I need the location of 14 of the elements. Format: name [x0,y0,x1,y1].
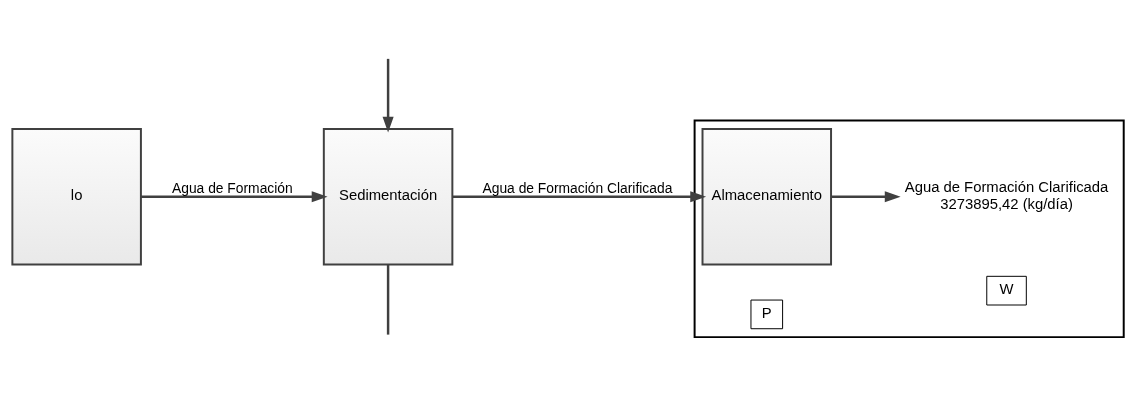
node-box: Almacenamiento [701,128,833,266]
arrow [831,191,901,203]
connector [386,264,390,335]
arrow [452,191,707,203]
edge-label: Agua de Formación Clarificada [482,179,673,196]
node-box: lo [11,128,142,266]
edge-label: Agua de Formación [172,179,293,196]
arrow [141,191,328,203]
node-box: W [986,275,1027,306]
cluster [693,119,1125,339]
arrow [382,58,394,133]
node-box: Sedimentación [322,128,454,266]
node-text: Agua de Formación Clarificada 3273895,42 (kg/día) [904,178,1109,212]
node-box: P [750,299,784,330]
